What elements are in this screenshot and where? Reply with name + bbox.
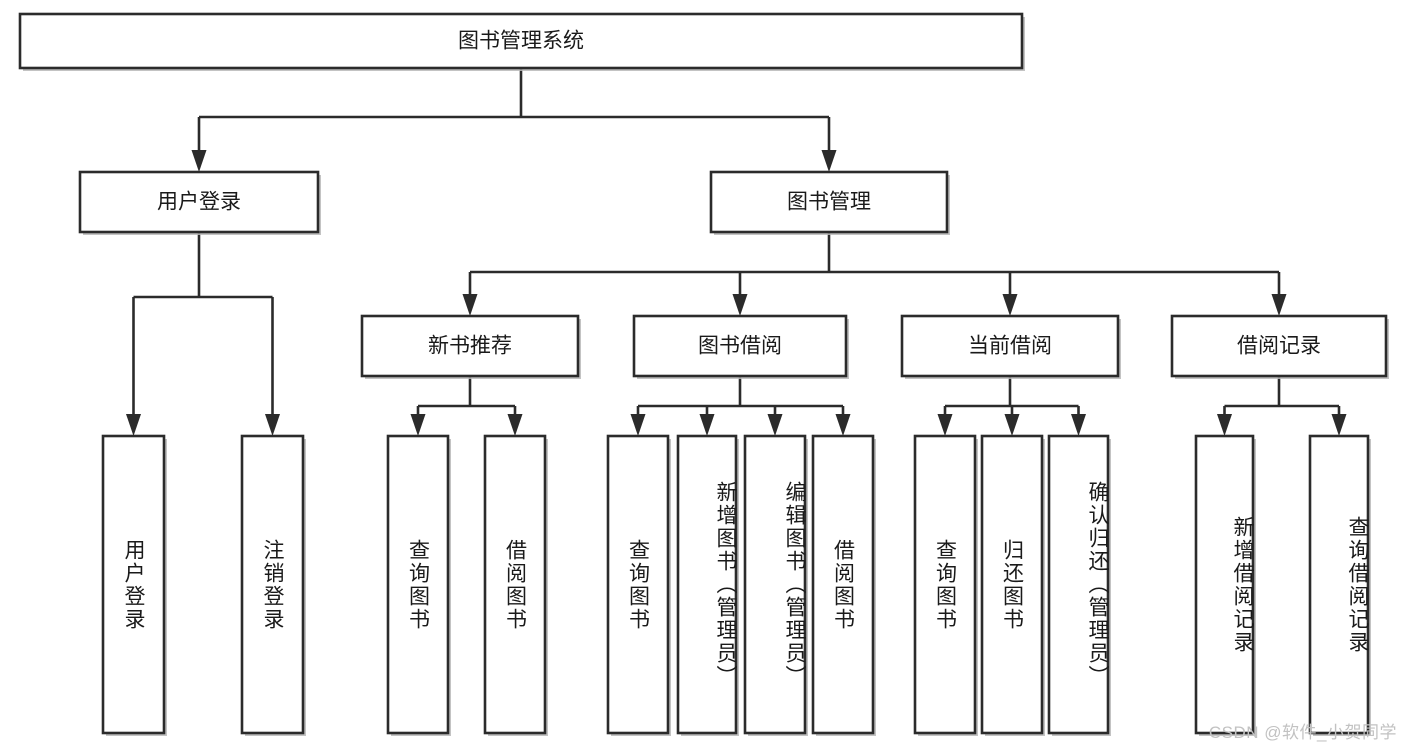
- arrow-head-icon: [462, 294, 478, 316]
- arrow-head-icon: [1217, 414, 1232, 436]
- connector-layer: [126, 68, 1347, 436]
- node-level2-label-3: 借阅记录: [1237, 335, 1321, 358]
- node-leaf-6[interactable]: [743, 434, 807, 735]
- arrow-head-icon: [191, 150, 207, 172]
- node-level2-label-2: 当前借阅: [968, 335, 1052, 358]
- arrow-head-icon: [821, 150, 837, 172]
- node-root[interactable]: [18, 12, 1024, 70]
- arrow-head-icon: [1002, 294, 1018, 316]
- node-box-layer: [18, 12, 1389, 736]
- node-leaf-9[interactable]: [980, 434, 1044, 735]
- node-leaf-3[interactable]: [483, 434, 547, 735]
- node-level2-1[interactable]: [632, 314, 848, 378]
- arrow-head-icon: [937, 414, 953, 436]
- arrow-head-icon: [1271, 294, 1287, 316]
- arrow-head-icon: [835, 414, 851, 436]
- node-level1-label-1: 图书管理: [787, 191, 871, 214]
- node-leaf-8[interactable]: [913, 434, 977, 735]
- arrow-head-icon: [767, 414, 783, 436]
- node-leaf-10[interactable]: [1047, 434, 1110, 735]
- arrow-head-icon: [1004, 414, 1020, 436]
- arrow-head-icon: [630, 414, 646, 436]
- node-leaf-5[interactable]: [676, 434, 738, 735]
- arrow-head-icon: [732, 294, 748, 316]
- arrow-head-icon: [1331, 414, 1347, 436]
- node-level1-0[interactable]: [78, 170, 320, 234]
- node-leaf-12[interactable]: [1308, 434, 1370, 735]
- node-level2-2[interactable]: [900, 314, 1120, 378]
- node-level2-0[interactable]: [360, 314, 580, 378]
- csdn-watermark: CSDN @软件_小贺同学: [1208, 723, 1397, 742]
- node-leaf-2[interactable]: [386, 434, 450, 735]
- arrow-head-icon: [126, 414, 141, 436]
- arrow-head-icon: [1071, 414, 1086, 436]
- node-leaf-7[interactable]: [811, 434, 875, 735]
- node-level1-1[interactable]: [709, 170, 949, 234]
- node-level1-label-0: 用户登录: [157, 191, 241, 214]
- node-leaf-0[interactable]: [101, 434, 166, 735]
- arrow-head-icon: [507, 414, 523, 436]
- node-leaf-4[interactable]: [606, 434, 670, 735]
- arrow-head-icon: [699, 414, 715, 436]
- node-level2-3[interactable]: [1170, 314, 1388, 378]
- arrow-head-icon: [410, 414, 426, 436]
- node-root-label: 图书管理系统: [458, 30, 584, 53]
- node-leaf-1[interactable]: [240, 434, 305, 735]
- node-level2-label-0: 新书推荐: [428, 335, 512, 358]
- node-level2-label-1: 图书借阅: [698, 335, 782, 358]
- arrow-head-icon: [265, 414, 280, 436]
- node-leaf-11[interactable]: [1194, 434, 1255, 735]
